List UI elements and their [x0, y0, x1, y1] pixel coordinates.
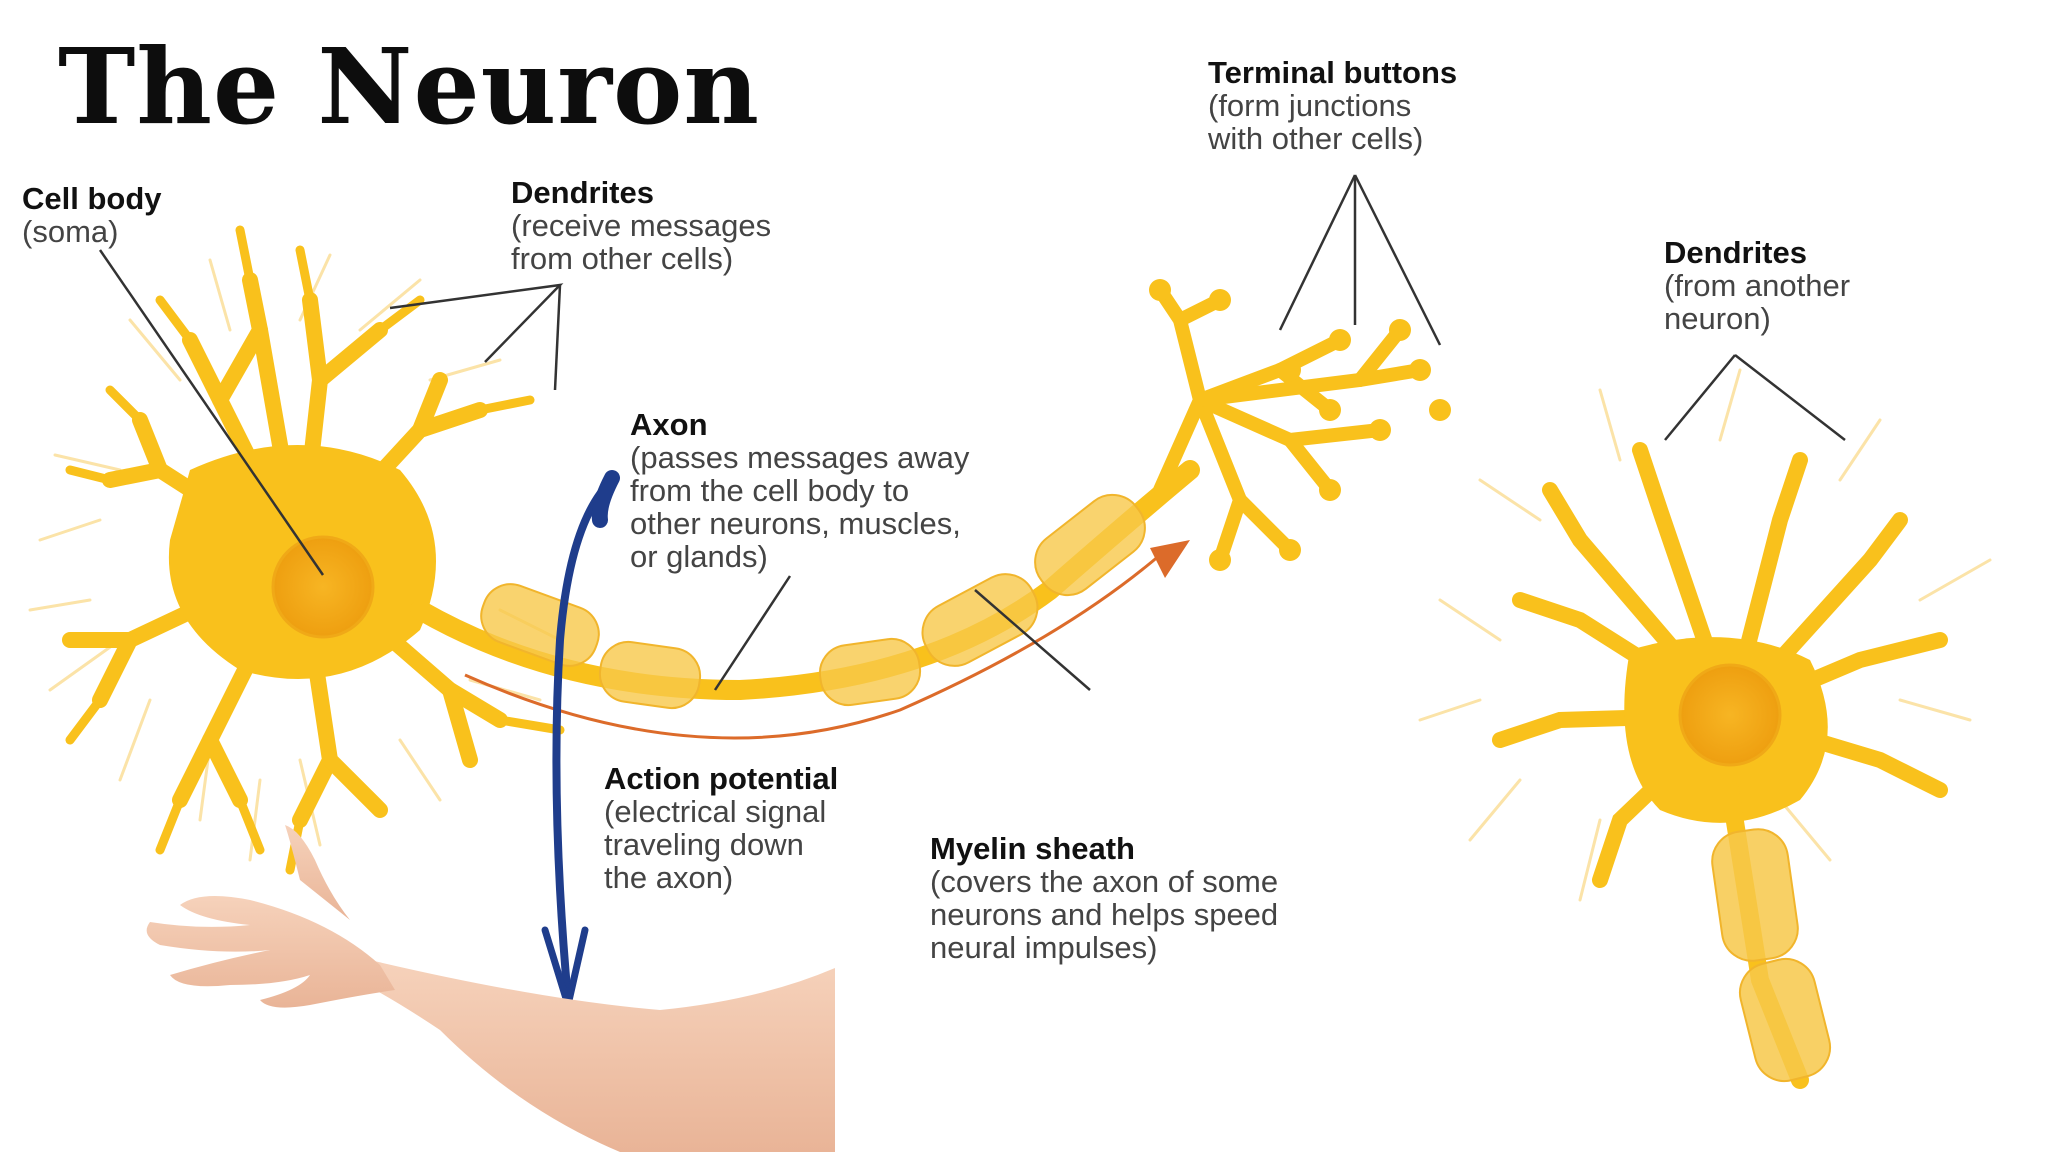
label-dendrites-line: (receive messages — [511, 208, 772, 243]
receiving-neuron — [1418, 368, 1992, 1089]
label-cell-body-head: Cell body — [22, 181, 162, 216]
label-cell-body-line: (soma) — [22, 214, 119, 249]
label-dendrites-line: from other cells) — [511, 241, 734, 276]
action-potential-arrow — [464, 540, 1190, 740]
label-myelin-sheath-line: neural impulses) — [930, 930, 1158, 965]
label-myelin-sheath-line: neurons and helps speed — [930, 897, 1279, 932]
label-terminal-buttons-line: (form junctions — [1208, 88, 1412, 123]
arm-image — [146, 825, 835, 1152]
label-dendrites: Dendrites (receive messages from other c… — [511, 176, 771, 275]
label-axon-line: or glands) — [630, 539, 768, 574]
label-myelin-sheath-head: Myelin sheath — [930, 831, 1135, 866]
label-axon: Axon (passes messages away from the cell… — [630, 408, 969, 573]
label-action-potential-line: (electrical signal — [604, 794, 827, 829]
cell-body-neuron — [28, 225, 565, 875]
leader-lines — [98, 174, 1846, 691]
label-action-potential-line: the axon) — [604, 860, 734, 895]
myelin-sheath-segments — [480, 493, 1146, 710]
label-dendrites-other-neuron: Dendrites (from another neuron) — [1664, 236, 1850, 335]
label-cell-body: Cell body (soma) — [22, 182, 162, 248]
label-dendrites-other-head: Dendrites — [1664, 235, 1807, 270]
label-action-potential-head: Action potential — [604, 761, 839, 796]
label-axon-line: other neurons, muscles, — [630, 506, 961, 541]
label-axon-line: from the cell body to — [630, 473, 910, 508]
label-myelin-sheath-line: (covers the axon of some — [930, 864, 1279, 899]
label-dendrites-other-line: neuron) — [1664, 301, 1771, 336]
page-title: The Neuron — [58, 25, 760, 148]
annotation-arrow — [541, 470, 620, 1009]
label-action-potential: Action potential (electrical signal trav… — [604, 762, 838, 894]
label-axon-line: (passes messages away — [630, 440, 970, 475]
label-terminal-buttons-head: Terminal buttons — [1208, 55, 1458, 90]
label-terminal-buttons: Terminal buttons (form junctions with ot… — [1208, 56, 1457, 155]
label-dendrites-other-line: (from another — [1664, 268, 1851, 303]
label-dendrites-head: Dendrites — [511, 175, 654, 210]
label-action-potential-line: traveling down — [604, 827, 804, 862]
label-axon-head: Axon — [630, 407, 708, 442]
label-myelin-sheath: Myelin sheath (covers the axon of some n… — [930, 832, 1278, 964]
terminal-buttons — [1149, 279, 1451, 571]
label-terminal-buttons-line: with other cells) — [1208, 121, 1424, 156]
